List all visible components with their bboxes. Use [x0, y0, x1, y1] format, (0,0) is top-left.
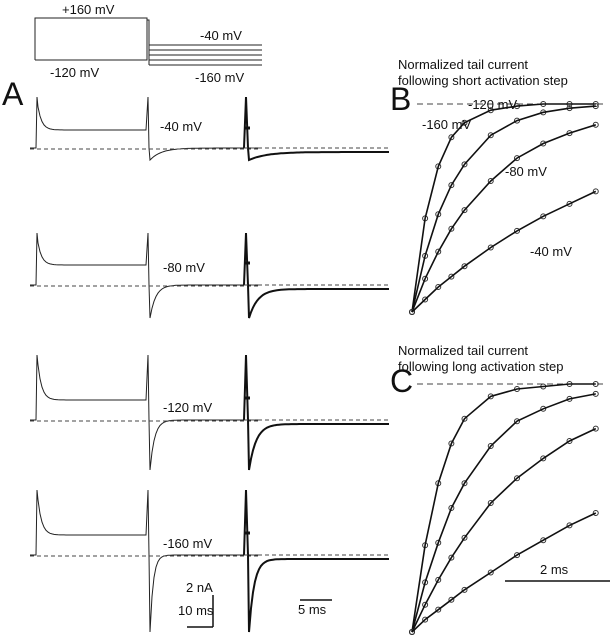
scale-bars — [187, 580, 610, 628]
row-label-1: -40 mV — [160, 119, 202, 134]
data-point — [448, 182, 455, 189]
series-label-80: -80 mV — [505, 164, 547, 179]
fit-trace-right-2 — [243, 232, 389, 319]
series-label-40: -40 mV — [530, 244, 572, 259]
fit-trace-right-3 — [243, 354, 389, 471]
data-point — [540, 213, 547, 220]
data-point — [448, 596, 455, 603]
data-point — [461, 263, 468, 270]
fit-curve-3 — [411, 427, 597, 633]
scale-time-left: 10 ms — [178, 603, 214, 618]
data-point — [461, 415, 468, 422]
fit-trace-right-1 — [243, 96, 389, 162]
chart-c — [409, 381, 605, 635]
series-label-120: -120 mV — [468, 97, 517, 112]
data-point — [409, 309, 415, 315]
data-point — [487, 244, 494, 251]
data-point — [514, 475, 520, 482]
data-point — [487, 443, 494, 449]
data-point — [448, 134, 455, 141]
panel-label-b: B — [390, 81, 411, 117]
data-point — [422, 296, 429, 303]
data-point — [566, 438, 573, 445]
protocol-hold-label: -120 mV — [50, 65, 99, 80]
voltage-protocol — [34, 17, 262, 66]
data-point — [514, 418, 520, 425]
current-trace-left-4 — [30, 489, 258, 633]
protocol-step-label: +160 mV — [62, 2, 115, 17]
data-point — [592, 425, 599, 432]
data-point — [514, 552, 520, 559]
series-label-160: -160 mV — [422, 117, 471, 132]
scale-time-right: 5 ms — [298, 602, 327, 617]
data-point — [461, 480, 468, 487]
data-point — [487, 177, 494, 184]
scale-current: 2 nA — [186, 580, 213, 595]
fit-trace-right-4 — [243, 489, 389, 633]
data-point — [487, 132, 494, 139]
row-label-3: -120 mV — [163, 400, 212, 415]
data-point — [566, 200, 573, 207]
data-point — [514, 227, 520, 234]
fit-curve-1 — [411, 103, 596, 313]
data-point — [487, 500, 494, 507]
scale-time-bc: 2 ms — [540, 562, 569, 577]
data-point — [422, 275, 429, 282]
data-point — [422, 601, 429, 608]
panel-label-c: C — [390, 363, 413, 399]
current-trace-left-3 — [30, 354, 258, 471]
fit-curve-4 — [411, 190, 597, 313]
data-point — [566, 522, 573, 529]
data-point — [409, 629, 415, 635]
data-point — [435, 606, 442, 613]
data-point — [448, 554, 455, 561]
chart-b — [409, 101, 605, 315]
data-point — [592, 188, 599, 195]
data-point — [435, 248, 442, 255]
protocol-tail-top-label: -40 mV — [200, 28, 242, 43]
fit-curve-3 — [411, 124, 597, 313]
data-point — [448, 505, 455, 511]
data-point — [422, 616, 429, 623]
panel-a-traces — [30, 96, 390, 633]
data-point — [461, 119, 468, 126]
fit-curve-4 — [411, 512, 597, 633]
data-point — [592, 509, 599, 516]
data-point — [435, 284, 442, 291]
row-label-4: -160 mV — [163, 536, 212, 551]
protocol-tail-bottom-label: -160 mV — [195, 70, 244, 85]
panel-label-a: A — [2, 76, 24, 112]
data-point — [461, 586, 468, 593]
fit-curve-1 — [411, 383, 596, 633]
data-point — [461, 161, 468, 168]
data-point — [540, 455, 547, 462]
data-point — [461, 534, 468, 541]
data-point — [514, 155, 520, 162]
fit-curve-2 — [411, 105, 596, 313]
data-point — [540, 537, 547, 544]
row-label-2: -80 mV — [163, 260, 205, 275]
data-point — [540, 405, 547, 412]
data-point — [448, 273, 455, 280]
data-point — [487, 569, 494, 576]
data-point — [448, 225, 455, 232]
data-point — [435, 576, 442, 583]
data-point — [461, 207, 468, 214]
data-point — [540, 140, 547, 147]
current-trace-left-2 — [30, 232, 258, 319]
fit-curve-2 — [411, 393, 596, 633]
current-trace-left-1 — [30, 96, 258, 162]
